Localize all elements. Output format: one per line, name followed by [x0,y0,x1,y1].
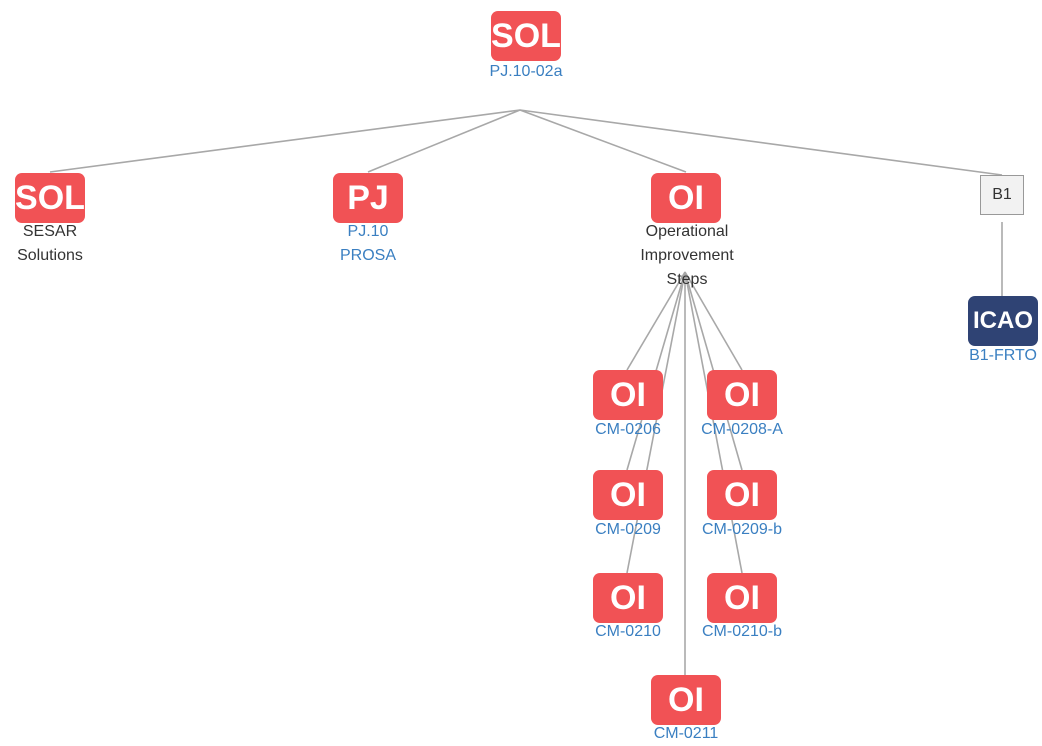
cm0206-label[interactable]: CM-0206 [538,418,718,442]
root-sol-badge[interactable]: SOL [491,11,561,61]
cm0211-label[interactable]: CM-0211 [596,722,776,746]
cm0209-label[interactable]: CM-0209 [538,518,718,542]
oi-steps-badge[interactable]: OI [651,173,721,223]
pj-label-line2: PROSA [339,247,396,264]
cm0210-badge[interactable]: OI [593,573,663,623]
oi-steps-label-line2: Improvement [640,247,734,264]
pj-badge[interactable]: PJ [333,173,403,223]
cm0210b-label[interactable]: CM-0210-b [652,620,832,644]
edge-root-oi-steps [519,109,687,173]
pj-label[interactable]: PJ.10 PROSA [278,220,458,268]
icao-badge[interactable]: ICAO [968,296,1038,346]
cm0210-label-line: CM-0210 [595,623,661,640]
sesar-solutions-label-line2: Solutions [17,247,83,264]
pj-label-line1: PJ.10 [347,223,389,240]
edge-steps-cm0208a [684,271,743,371]
edge-steps-cm0210 [626,271,686,574]
sesar-solutions-label[interactable]: SESAR Solutions [0,220,140,268]
cm0208a-label-line: CM-0208-A [701,421,783,438]
cm0210b-label-line: CM-0210-b [701,623,783,640]
root-sol-label-line: PJ.10-02a [489,63,563,80]
edge-root-sol [49,109,521,173]
icao-label-line: B1-FRTO [969,347,1037,364]
edge-root-pj [367,109,521,173]
cm0209b-badge[interactable]: OI [707,470,777,520]
cm0206-badge[interactable]: OI [593,370,663,420]
oi-steps-label[interactable]: Operational Improvement Steps [597,220,777,292]
cm0209-badge[interactable]: OI [593,470,663,520]
root-sol-label[interactable]: PJ.10-02a [436,60,616,84]
cm0210b-badge[interactable]: OI [707,573,777,623]
oi-steps-label-line1: Operational [645,223,729,240]
cm0208a-badge[interactable]: OI [707,370,777,420]
cm0209b-label[interactable]: CM-0209-b [652,518,832,542]
edge-steps-cm0206 [626,271,686,371]
edge-steps-cm0210b [684,271,743,574]
cm0208a-label[interactable]: CM-0208-A [652,418,832,442]
cm0211-badge[interactable]: OI [651,675,721,725]
cm0211-label-line: CM-0211 [653,725,719,742]
cm0206-label-line: CM-0206 [595,421,661,438]
oi-steps-label-line3: Steps [666,271,708,288]
edge-root-b1 [519,109,1003,176]
sesar-solutions-label-line1: SESAR [22,223,78,240]
cm0210-label[interactable]: CM-0210 [538,620,718,644]
sesar-solutions-badge[interactable]: SOL [15,173,85,223]
icao-label[interactable]: B1-FRTO [913,344,1042,368]
cm0209b-label-line: CM-0209-b [701,521,783,538]
cm0209-label-line: CM-0209 [595,521,661,538]
b1-box[interactable]: B1 [980,175,1024,215]
